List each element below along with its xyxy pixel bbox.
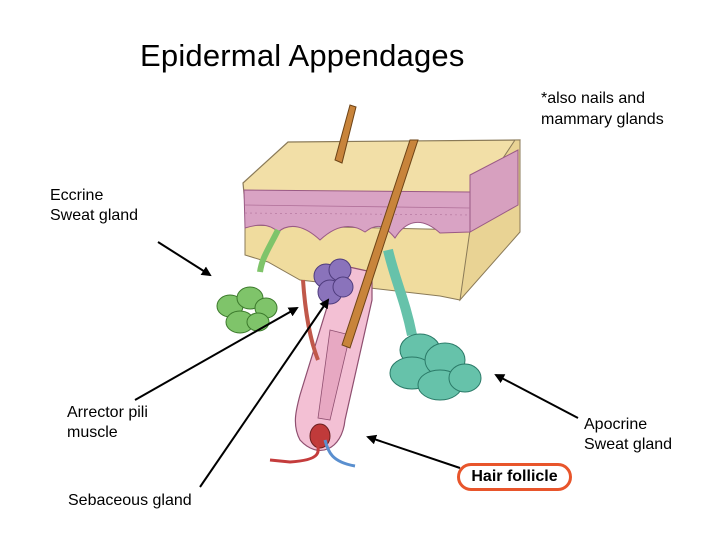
arrector-pili-muscle [301,279,320,361]
epidermis-layer [243,189,471,241]
blood-vessel-red [269,439,320,464]
hair-shaft-main [341,139,419,349]
label-eccrine-sweat-gland: Eccrine Sweat gland [50,187,139,224]
arrow-sebaceous [199,298,330,488]
arrow-eccrine [157,241,212,277]
epidermis-right [469,149,519,233]
sebaceous-gland [313,258,354,305]
footnote-text: *also nails and mammary glands [541,90,664,128]
label-sebaceous-gland: Sebaceous gland [68,492,192,509]
arrow-apocrine [494,374,579,419]
slide-title: Epidermal Appendages [140,38,465,73]
label-apocrine-sweat-gland: Apocrine Sweat gland [584,416,673,453]
label-arrector-pili-muscle: Arrector pili muscle [67,404,148,441]
skin-block [242,139,521,302]
eccrine-gland [216,228,281,334]
arrow-arrector [134,307,299,401]
arrow-hair-follicle [366,434,461,469]
hair-shaft-back [334,104,357,164]
apocrine-gland [383,248,482,401]
blood-vessel-blue [323,439,356,468]
label-hair-follicle: Hair follicle [457,463,572,491]
